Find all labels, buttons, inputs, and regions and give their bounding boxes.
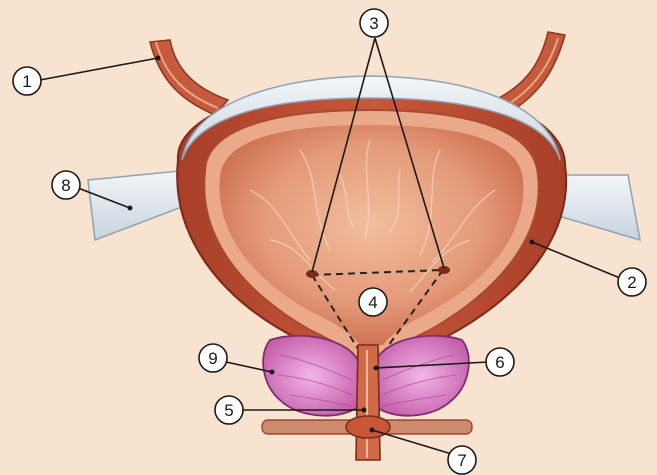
callout-7: 7 bbox=[448, 446, 476, 474]
svg-text:8: 8 bbox=[61, 176, 70, 195]
callout-4: 4 bbox=[359, 288, 387, 316]
svg-text:9: 9 bbox=[208, 349, 217, 368]
left-ureter bbox=[150, 40, 228, 115]
prostate-right-lobe bbox=[374, 336, 469, 416]
callout-3: 3 bbox=[360, 9, 388, 37]
callout-5: 5 bbox=[215, 396, 243, 424]
callout-2: 2 bbox=[618, 268, 646, 296]
svg-text:1: 1 bbox=[22, 72, 31, 91]
callout-6: 6 bbox=[486, 348, 514, 376]
svg-text:3: 3 bbox=[369, 14, 378, 33]
svg-text:7: 7 bbox=[457, 451, 466, 470]
svg-text:6: 6 bbox=[495, 353, 504, 372]
callout-9: 9 bbox=[199, 344, 227, 372]
callout-1: 1 bbox=[13, 67, 41, 95]
svg-text:4: 4 bbox=[368, 293, 377, 312]
callout-8: 8 bbox=[52, 171, 80, 199]
urethral-sphincter bbox=[262, 416, 472, 438]
svg-text:5: 5 bbox=[224, 401, 233, 420]
svg-text:2: 2 bbox=[627, 273, 636, 292]
prostate-left-lobe bbox=[263, 336, 360, 416]
